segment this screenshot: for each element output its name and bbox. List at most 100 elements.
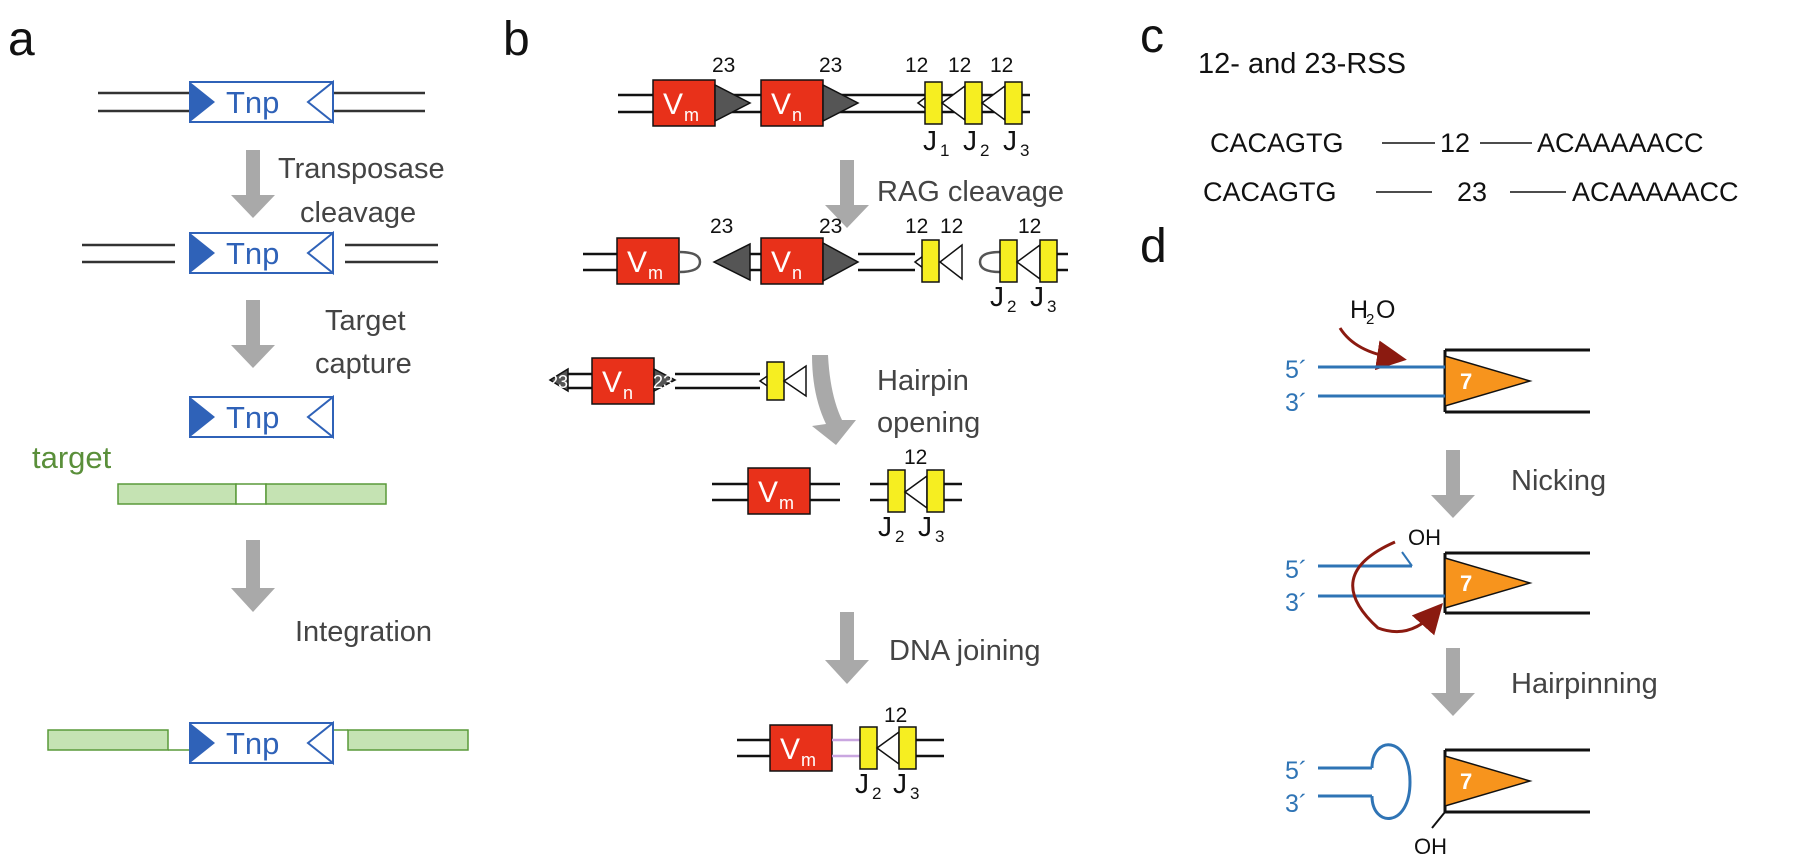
j3-sub: 3 [1020,141,1029,160]
curved-arrow-icon [812,355,856,445]
nonamer-seq: ACAAAAACC [1537,128,1704,158]
j2-label: J [990,281,1004,312]
rss-23-label: 23 [819,215,842,238]
step-transposase: Transposase [278,153,445,185]
rss-12-label: 12 [905,215,928,238]
rss-12-sequence: CACAGTG 12 ACAAAAACC [1210,128,1704,158]
rss-12-label: 12 [990,54,1013,77]
three-prime-label: 3´ [1285,790,1307,818]
j2-sub: 2 [872,784,881,803]
step-rag-cleavage: RAG cleavage [877,176,1064,208]
vn-label: V [771,246,791,279]
j3-label: J [893,768,907,799]
step-capture: capture [315,348,412,380]
arrow-down-icon [825,160,869,228]
nonamer-seq: ACAAAAACC [1572,177,1739,207]
rag-complex-state2: 7 OH 5´ 3´ [1285,525,1590,636]
rss-23-label: 23 [548,372,568,392]
step-integration: Integration [295,616,432,648]
j2-sub: 2 [895,527,904,546]
rss-23-sequence: CACAGTG 23 ACAAAAACC [1203,177,1739,207]
vm-label: V [780,733,800,766]
vn-label: V [771,88,791,121]
arrow-down-icon [1431,648,1475,716]
arrow-down-icon [231,150,275,218]
j2-sub: 2 [980,141,989,160]
target-dna [117,483,387,505]
arrow-down-icon [231,300,275,368]
rag-complex-state1: 7 5´ 3´ [1285,348,1590,417]
vdj-locus-row1: V m 23 V n 23 12 12 12 J 1 J 2 J 3 [618,54,1030,160]
rss-12-label: 12 [948,54,971,77]
heptamer-label: 7 [1460,769,1472,794]
heptamer-seq: CACAGTG [1210,128,1344,158]
vm-label: V [663,88,683,121]
j2-label: J [878,511,892,542]
rss-12-label: 12 [940,215,963,238]
three-prime-label: 3´ [1285,589,1307,617]
tnp-element-row1: Tnp [98,79,425,125]
panel-b-label: b [503,13,530,66]
tnp-element-row3: Tnp [189,394,334,440]
j1-label: J [923,125,937,156]
hydroxyl-label: OH [1408,525,1441,550]
spacer-23: 23 [1457,177,1487,207]
integrated-element: Tnp [47,720,469,766]
rag-complex-state3: 7 5´ 3´ OH [1285,743,1590,859]
vn-sub: n [792,105,802,125]
rss-12-label: 12 [905,54,928,77]
heptamer-label: 7 [1460,369,1472,394]
hydroxyl-label: OH [1414,834,1447,859]
tnp-label: Tnp [226,726,279,761]
j3-label: J [918,511,932,542]
vm-sub: m [779,493,794,513]
panel-a-label: a [8,13,35,66]
step-nicking: Nicking [1511,465,1606,497]
j3-label: J [1003,125,1017,156]
j1-sub: 1 [940,141,949,160]
vdj-locus-row5: V m 12 J 2 J 3 [737,704,944,803]
j2-label: J [963,125,977,156]
j3-sub: 3 [910,784,919,803]
vm-sub: m [684,105,699,125]
rss-23-label: 23 [819,54,842,77]
j3-sub: 3 [1047,297,1056,316]
vn-label: V [602,366,622,399]
five-prime-label: 5´ [1285,556,1307,584]
target-label: target [32,440,112,475]
vm-sub: m [801,750,816,770]
vm-sub: m [648,263,663,283]
arrow-down-icon [825,612,869,684]
j3-label: J [1030,281,1044,312]
rss-23-label: 23 [712,54,735,77]
attack-arrow-icon [1351,540,1443,636]
attack-arrow-icon [1338,327,1407,371]
vdj-locus-row2: V m 23 V n 23 12 12 12 J 2 J 3 [583,215,1068,316]
rss-23-label: 23 [710,215,733,238]
three-prime-label: 3´ [1285,389,1307,417]
step-hairpinning: Hairpinning [1511,668,1658,700]
rss-12-label: 12 [884,704,907,727]
excised-signal-circle: 23 V n 23 [548,357,807,405]
j2-sub: 2 [1007,297,1016,316]
step-cleavage: cleavage [300,197,416,229]
heptamer-label: 7 [1460,571,1472,596]
tnp-label: Tnp [226,236,279,271]
vm-label: V [627,246,647,279]
step-hairpin: Hairpin [877,365,969,397]
five-prime-label: 5´ [1285,356,1307,384]
vm-label: V [758,476,778,509]
vn-sub: n [792,263,802,283]
tnp-label: Tnp [226,85,279,120]
vn-sub: n [623,383,633,403]
spacer-12: 12 [1440,128,1470,158]
water-h: H [1350,296,1368,324]
water-o: O [1376,296,1395,324]
arrow-down-icon [1431,450,1475,518]
five-prime-label: 5´ [1285,757,1307,785]
arrow-down-icon [231,540,275,612]
step-opening: opening [877,407,980,439]
rss-12-label: 12 [1018,215,1041,238]
rss-title: 12- and 23-RSS [1198,48,1406,80]
